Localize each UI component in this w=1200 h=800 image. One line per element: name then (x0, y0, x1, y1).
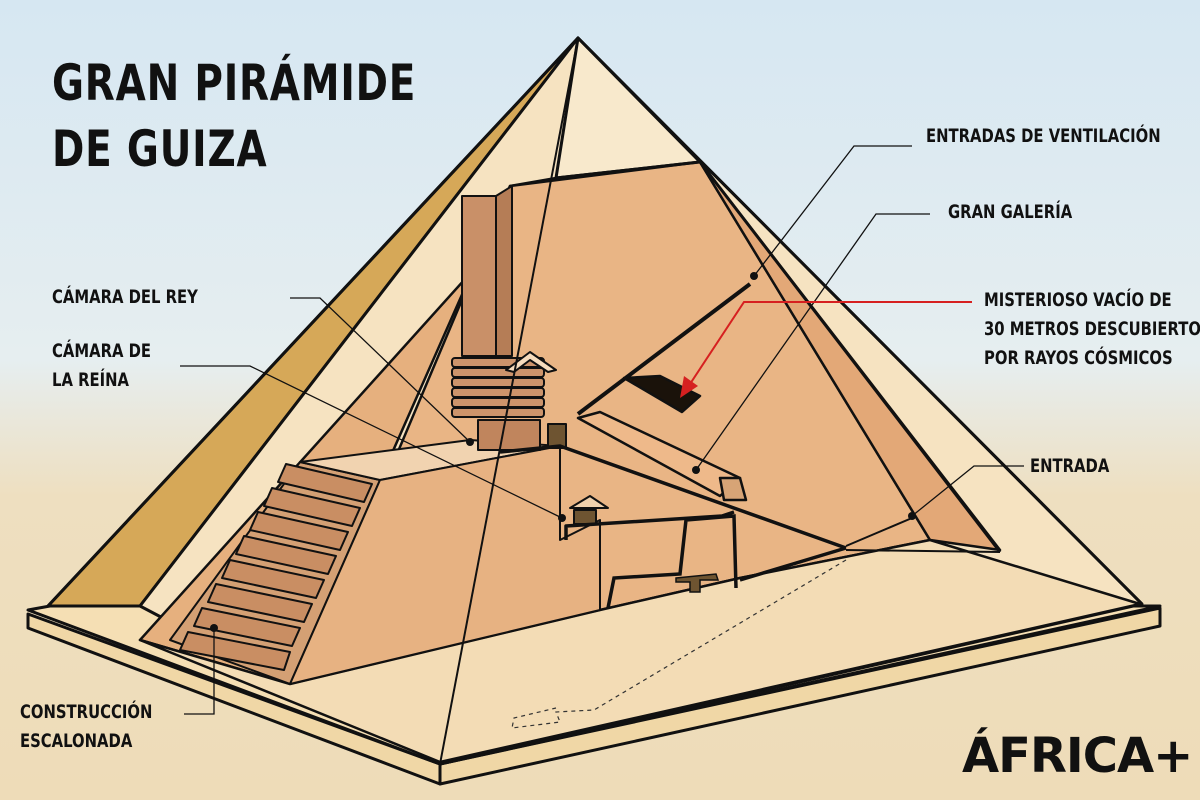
label-queens-line-1: CÁMARA DE (52, 340, 152, 362)
africa-plus-logo: ÁFRICA+ (962, 728, 1193, 784)
leader-ventilation (753, 145, 912, 277)
label-void-line-1: MISTERIOSO VACÍO DE (984, 289, 1172, 311)
label-queens-line-2: LA REÍNA (52, 369, 130, 391)
label-kings-chamber: CÁMARA DEL REY (52, 286, 198, 308)
leader-grand-gallery (695, 213, 930, 471)
grand-gallery (576, 282, 752, 502)
kings-chamber-door (547, 423, 567, 449)
title-line-1: GRAN PIRÁMIDE (52, 54, 417, 112)
leader-kings-chamber (290, 297, 471, 443)
kings-chamber-structure (451, 185, 567, 451)
leader-dots (210, 272, 916, 632)
relieving-chambers (451, 357, 545, 418)
stair-steps (179, 463, 373, 671)
label-stepped-line-1: CONSTRUCCIÓN (20, 701, 153, 723)
label-void-line-2: 30 METROS DESCUBIERTO (984, 318, 1200, 340)
label-queens-chamber: CÁMARA DE LA REÍNA (52, 337, 151, 395)
label-grand-gallery: GRAN GALERÍA (948, 201, 1073, 223)
descending-passage (511, 559, 847, 729)
label-ventilation: ENTRADAS DE VENTILACIÓN (926, 125, 1161, 147)
queens-chamber (564, 495, 735, 540)
title-line-2: DE GUIZA (52, 120, 268, 178)
label-stepped-construction: CONSTRUCCIÓN ESCALONADA (20, 698, 152, 756)
label-void-line-3: POR RAYOS CÓSMICOS (984, 347, 1173, 369)
leader-queens-chamber (180, 365, 563, 519)
void-arrow (680, 301, 972, 398)
subterranean-passages (499, 444, 1001, 609)
page-title: GRAN PIRÁMIDE DE GUIZA (52, 50, 416, 182)
leader-stepped (184, 628, 215, 715)
cosmic-ray-void (622, 374, 702, 414)
leader-entrance (911, 465, 1024, 517)
label-cosmic-void: MISTERIOSO VACÍO DE 30 METROS DESCUBIERT… (984, 286, 1200, 373)
label-stepped-line-2: ESCALONADA (20, 730, 133, 752)
label-entrance: ENTRADA (1030, 455, 1110, 477)
pyramid-edges (46, 36, 1144, 765)
leader-lines (180, 145, 1024, 715)
